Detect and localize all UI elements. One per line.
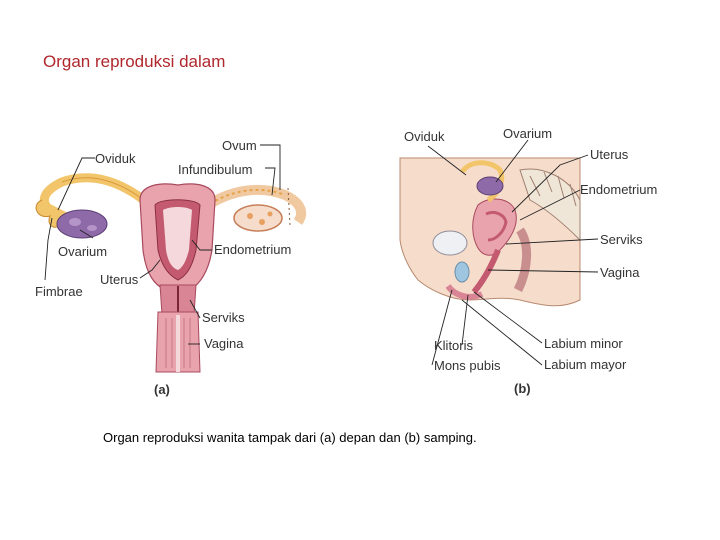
label-a-infundibulum: Infundibulum [178,162,252,177]
panel-label-b: (b) [514,381,531,396]
label-a-endometrium: Endometrium [214,242,291,257]
label-a-ovum: Ovum [222,138,257,153]
panel-label-a: (a) [154,382,170,397]
label-a-serviks: Serviks [202,310,245,325]
label-b-oviduk: Oviduk [404,129,445,144]
label-a-ovarium: Ovarium [58,244,107,259]
figure-caption: Organ reproduksi wanita tampak dari (a) … [103,430,477,445]
label-b-klitoris: Klitoris [434,338,474,353]
label-b-endometrium: Endometrium [580,182,657,197]
label-b-ovarium: Ovarium [503,126,552,141]
label-b-uterus: Uterus [590,147,629,162]
figure-b-side-view: Oviduk Ovarium Uterus Endometrium Servik… [400,126,657,396]
label-b-labium-mayor: Labium mayor [544,357,627,372]
left-ovary-shape [57,210,107,238]
side-ovary-shape [477,177,503,195]
bladder-shape [433,231,467,255]
label-b-labium-minor: Labium minor [544,336,623,351]
label-b-vagina: Vagina [600,265,640,280]
label-b-serviks: Serviks [600,232,643,247]
label-a-vagina: Vagina [204,336,244,351]
right-ovary-shape [234,205,282,231]
label-b-mons-pubis: Mons pubis [434,358,501,373]
label-a-oviduk: Oviduk [95,151,136,166]
figure-a-front-view: Ovum Oviduk Infundibulum Ovarium Endomet… [35,138,301,397]
label-a-uterus: Uterus [100,272,139,287]
label-a-fimbrae: Fimbrae [35,284,83,299]
